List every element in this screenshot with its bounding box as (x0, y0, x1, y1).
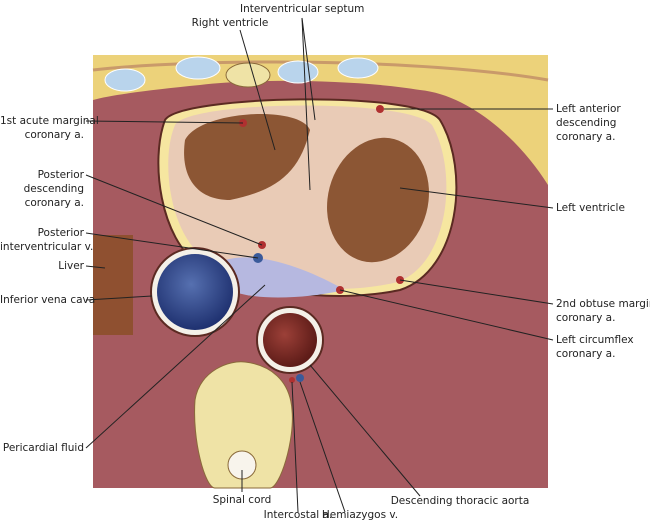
fat-layer (93, 55, 548, 185)
label-line: interventricular v. (0, 241, 94, 253)
label-line: Left anterior (556, 103, 621, 115)
label-left-anterior-descending: Left anterior descending coronary a. (556, 102, 621, 144)
label-posterior-interventricular: Posterior interventricular v. (0, 226, 94, 254)
descending-aorta (263, 313, 317, 367)
rib-cartilage (337, 57, 379, 79)
label-intercostal: Intercostal a. (263, 509, 333, 521)
label-line: Posterior (37, 169, 84, 181)
right-ventricle-cavity (184, 113, 310, 200)
liver (93, 235, 133, 335)
label-line: descending (23, 183, 84, 195)
rib-cartilage (277, 60, 319, 84)
label-first-acute-marginal: 1st acute marginal coronary a. (0, 114, 99, 142)
leader-lines (85, 17, 554, 513)
label-line: descending (556, 117, 617, 129)
label-inferior-vena-cava: Inferior vena cava (0, 294, 96, 306)
sternum (225, 62, 271, 88)
label-line: coronary a. (24, 197, 84, 209)
vertebra (194, 361, 293, 489)
rib-cartilage (175, 56, 221, 80)
label-line: 1st acute marginal (0, 115, 99, 127)
label-line: Posterior (37, 227, 84, 239)
label-left-ventricle: Left ventricle (556, 202, 625, 214)
label-line: coronary a. (556, 312, 616, 324)
rib-cartilage (104, 68, 146, 92)
label-liver: Liver (58, 260, 84, 272)
label-posterior-descending: Posterior descending coronary a. (0, 168, 84, 210)
label-second-obtuse-marginal: 2nd obtuse marginal coronary a. (556, 297, 650, 325)
label-left-circumflex: Left circumflex coronary a. (556, 333, 634, 361)
label-descending-aorta: Descending thoracic aorta (390, 495, 530, 507)
label-right-ventricle: Right ventricle (191, 17, 269, 29)
label-line: coronary a. (556, 348, 616, 360)
label-hemiazygos: Hemiazygos v. (321, 509, 399, 521)
label-line: coronary a. (24, 129, 84, 141)
inferior-vena-cava (157, 254, 233, 330)
label-spinal-cord: Spinal cord (212, 494, 272, 506)
left-ventricle-cavity (327, 137, 429, 263)
label-line: coronary a. (556, 131, 616, 143)
label-interventricular-septum: Interventricular septum (240, 3, 365, 15)
pericardial-fluid (225, 257, 345, 298)
label-line: Left circumflex (556, 334, 634, 346)
label-pericardial-fluid: Pericardial fluid (2, 442, 84, 454)
label-line: 2nd obtuse marginal (556, 298, 650, 310)
